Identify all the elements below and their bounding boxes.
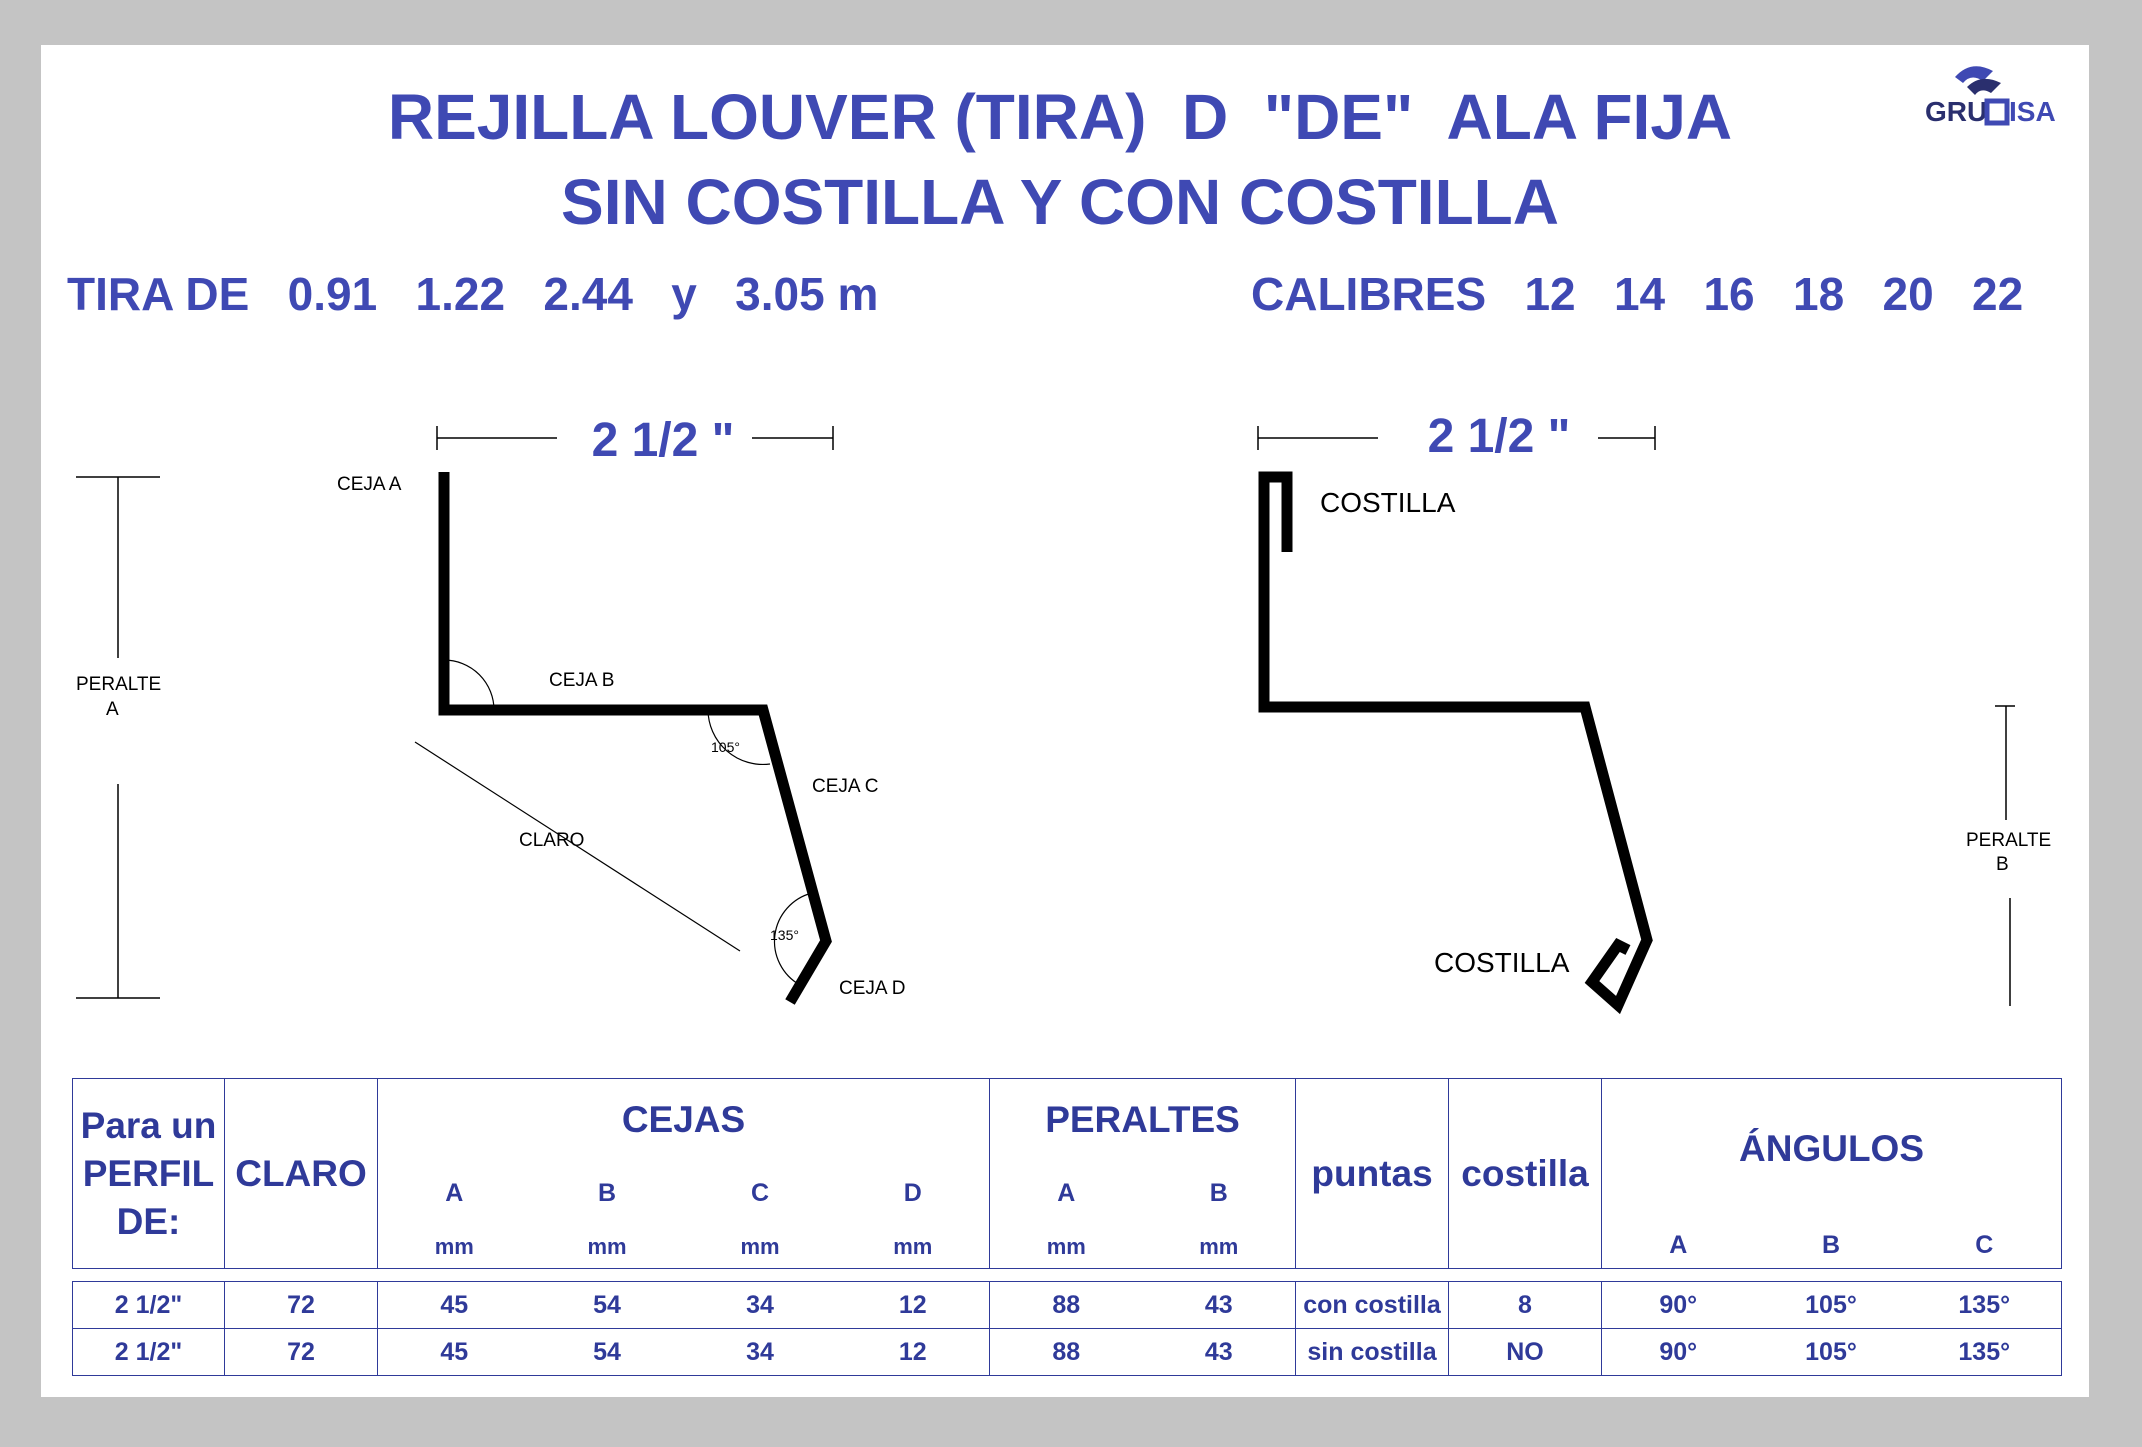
logo-swoosh-icon (1955, 66, 2001, 95)
calibres-list: CALIBRES 12 14 16 18 20 22 (1251, 268, 2024, 320)
header-puntas: puntas (1295, 1078, 1450, 1269)
grupisa-logo: GRU ISA (1925, 66, 2056, 127)
ceja-b-label: CEJA B (549, 670, 614, 691)
table-header: Para un PERFIL DE: CLARO CEJAS PERALTES … (72, 1078, 2063, 1269)
header-peraltes: PERALTES (989, 1078, 1297, 1175)
costilla-bottom-label: COSTILLA (1434, 947, 1570, 978)
peralte-b-label-2: B (1996, 854, 2009, 875)
cell-angulo-b: 105° (1754, 1281, 1908, 1329)
logo-text-right: ISA (2009, 96, 2056, 127)
left-width-dimension (436, 426, 834, 450)
cell-ceja-c: 34 (683, 1281, 837, 1329)
table-row: 2 1/2" 72 45 54 34 12 88 43 con costilla… (72, 1281, 2062, 1329)
ceja-a-label: CEJA A (337, 474, 402, 495)
header-perfil-line-3: DE: (116, 1200, 181, 1242)
cell-claro: 72 (224, 1281, 378, 1329)
table-body: 2 1/2" 72 45 54 34 12 88 43 con costilla… (72, 1281, 2062, 1376)
header-perfil-line-2: PERFIL (82, 1152, 215, 1194)
angle-b-arc (707, 709, 771, 766)
spec-table: Para un PERFIL DE: CLARO CEJAS PERALTES … (72, 1078, 2063, 1376)
sub-angulo-b: B (1754, 1174, 1908, 1269)
angle-135-label: 135° (770, 927, 799, 943)
cell-ceja-a: 45 (377, 1328, 531, 1376)
peralte-b-dimension (1995, 705, 2015, 1006)
ceja-d-label: CEJA D (839, 978, 906, 999)
sub-angulo-a: A (1601, 1174, 1755, 1269)
angle-a-arc (443, 659, 495, 711)
cell-peralte-a: 88 (989, 1281, 1143, 1329)
cell-puntas: sin costilla (1295, 1328, 1449, 1376)
cell-angulo-c: 135° (1907, 1281, 2062, 1329)
left-width-label: 2 1/2 " (592, 414, 735, 467)
tira-lengths: TIRA DE 0.91 1.22 2.44 y 3.05 m (67, 268, 879, 320)
cell-ceja-c: 34 (683, 1328, 837, 1376)
cell-angulo-b: 105° (1754, 1328, 1908, 1376)
table-row: 2 1/2" 72 45 54 34 12 88 43 sin costilla… (72, 1328, 2062, 1376)
cell-peralte-a: 88 (989, 1328, 1143, 1376)
angle-105-label: 105° (711, 739, 740, 755)
peralte-a-dimension (76, 476, 160, 999)
header-cejas: CEJAS (376, 1078, 991, 1175)
header-claro: CLARO (224, 1078, 378, 1269)
peralte-a-label-2: A (106, 699, 119, 720)
title-line-1: REJILLA LOUVER (TIRA) D "DE" ALA FIJA (387, 81, 1733, 153)
header-angulos: ÁNGULOS (1601, 1078, 2063, 1175)
title-line-2: SIN COSTILLA Y CON COSTILLA (561, 166, 1559, 238)
cell-ceja-b: 54 (530, 1281, 684, 1329)
cell-angulo-c: 135° (1907, 1328, 2062, 1376)
right-width-label: 2 1/2 " (1428, 410, 1571, 463)
cell-peralte-b: 43 (1142, 1281, 1296, 1329)
cell-costilla: 8 (1448, 1281, 1602, 1329)
ceja-c-label: CEJA C (812, 776, 879, 797)
cell-ceja-a: 45 (377, 1281, 531, 1329)
cell-puntas: con costilla (1295, 1281, 1449, 1329)
cell-perfil: 2 1/2" (72, 1328, 225, 1376)
cell-costilla: NO (1448, 1328, 1602, 1376)
cell-angulo-a: 90° (1601, 1328, 1755, 1376)
cell-ceja-d: 12 (836, 1328, 990, 1376)
cell-ceja-d: 12 (836, 1281, 990, 1329)
right-profile: 2 1/2 " COSTILLA COSTILLA PERALTE B (1257, 410, 2051, 1015)
cell-claro: 72 (224, 1328, 378, 1376)
logo-text-left: GRU (1925, 96, 1987, 127)
cell-angulo-a: 90° (1601, 1281, 1755, 1329)
header-costilla: costilla (1448, 1078, 1603, 1269)
sub-angulo-c: C (1907, 1174, 2063, 1269)
cell-ceja-b: 54 (530, 1328, 684, 1376)
cell-perfil: 2 1/2" (72, 1281, 225, 1329)
claro-line (414, 741, 741, 952)
left-profile: 2 1/2 " CEJA A CEJA B CEJA C CEJA D CLAR… (76, 414, 906, 1005)
header-perfil-line-1: Para un (80, 1104, 217, 1146)
claro-label: CLARO (519, 830, 584, 851)
header-perfil: Para un PERFIL DE: (72, 1078, 225, 1269)
left-profile-shape (438, 472, 832, 1005)
right-width-dimension (1257, 426, 1656, 450)
costilla-top-label: COSTILLA (1320, 487, 1456, 518)
right-profile-shape (1258, 471, 1653, 1015)
profile-drawings: 2 1/2 " CEJA A CEJA B CEJA C CEJA D CLAR… (76, 410, 2051, 1015)
cell-peralte-b: 43 (1142, 1328, 1296, 1376)
peralte-b-label-1: PERALTE (1966, 830, 2051, 851)
angle-c-arc (773, 892, 813, 986)
peralte-a-label-1: PERALTE (76, 674, 161, 695)
